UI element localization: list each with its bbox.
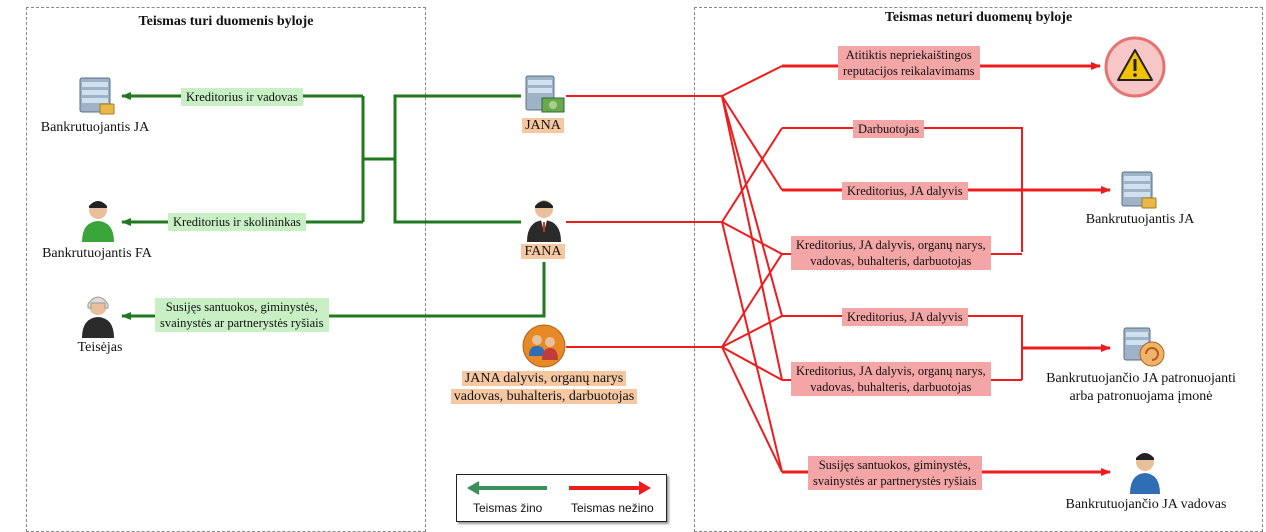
center-jana-label: JANA	[518, 118, 568, 134]
group-icon	[522, 324, 566, 368]
judge-icon	[80, 294, 116, 338]
red-label-creditor-full-2: Kreditorius, JA dalyvis, organų narys, v…	[791, 362, 991, 396]
red-label-reputation: Atitiktis nepriekaištingos reputacijos r…	[838, 46, 980, 80]
red-label-creditor-full-1: Kreditorius, JA dalyvis, organų narys, v…	[791, 236, 991, 270]
right-parent-label: Bankrutuojančio JA patronuojanti arba pa…	[1036, 370, 1246, 406]
left-panel-title: Teismas turi duomenis byloje	[138, 14, 314, 29]
left-judge-label: Teisėjas	[77, 340, 123, 355]
server-stack-icon	[1118, 170, 1160, 210]
green-label-creditor-manager: Kreditorius ir vadovas	[181, 88, 303, 106]
green-label-related-line2: svainystės ar partnerystės ryšiais	[160, 316, 324, 330]
right-parent-line1: Bankrutuojančio JA patronuojanti	[1046, 371, 1236, 386]
legend-arrows	[467, 481, 651, 495]
red-label-employee: Darbuotojas	[853, 120, 925, 138]
green-link-jana	[393, 94, 521, 224]
red-label-creditor-participant-2: Kreditorius, JA dalyvis	[842, 308, 968, 326]
red-label-creditor-full-1-line1: Kreditorius, JA dalyvis, organų narys,	[796, 238, 986, 252]
red-label-related: Susijęs santuokos, giminystės, svainystė…	[808, 456, 982, 490]
red-label-creditor-full-2-line2: vadovas, buhalteris, darbuotojas	[810, 380, 972, 394]
center-members-line2: vadovas, buhalteris, darbuotojas	[450, 389, 638, 404]
red-label-reputation-line1: Atitiktis nepriekaištingos	[845, 48, 972, 62]
right-panel-title: Teismas neturi duomenų byloje	[884, 10, 1073, 25]
person-icon	[80, 198, 116, 242]
right-parent-line2: arba patronuojama įmonė	[1069, 389, 1213, 404]
legend: Teismas žino Teismas nežino	[456, 474, 667, 522]
red-label-related-line1: Susijęs santuokos, giminystės,	[818, 458, 971, 472]
center-fana-label: FANA	[518, 244, 568, 260]
money-server-icon	[522, 74, 566, 116]
server-stack-icon	[76, 76, 118, 116]
shell-server-icon	[1122, 326, 1166, 368]
legend-known-label: Teismas žino	[473, 501, 543, 515]
legend-unknown-label: Teismas nežino	[571, 501, 654, 515]
green-label-creditor-debtor: Kreditorius ir skolininkas	[168, 213, 306, 231]
red-label-creditor-full-2-line1: Kreditorius, JA dalyvis, organų narys,	[796, 364, 986, 378]
green-label-related: Susijęs santuokos, giminystės, svainystė…	[155, 298, 329, 332]
red-label-related-line2: svainystės ar partnerystės ryšiais	[813, 474, 977, 488]
center-jana-text: JANA	[522, 118, 564, 133]
green-label-related-line1: Susijęs santuokos, giminystės,	[165, 300, 318, 314]
warning-icon	[1104, 36, 1166, 98]
left-bankrupt-fa-label: Bankrutuojantis FA	[42, 246, 152, 261]
red-label-creditor-full-1-line2: vadovas, buhalteris, darbuotojas	[810, 254, 972, 268]
center-members-label: JANA dalyvis, organų narys vadovas, buha…	[441, 370, 647, 406]
right-manager-label: Bankrutuojančio JA vadovas	[1065, 497, 1227, 512]
left-bankrupt-ja-label: Bankrutuojantis JA	[40, 120, 150, 135]
right-bankrupt-ja-label: Bankrutuojantis JA	[1085, 212, 1195, 227]
businessman-icon	[524, 198, 564, 242]
person-icon	[1128, 450, 1162, 494]
red-label-reputation-line2: reputacijos reikalavimams	[843, 64, 975, 78]
center-members-line1: JANA dalyvis, organų narys	[461, 371, 627, 386]
red-label-creditor-participant-1: Kreditorius, JA dalyvis	[842, 182, 968, 200]
center-fana-text: FANA	[521, 244, 565, 259]
